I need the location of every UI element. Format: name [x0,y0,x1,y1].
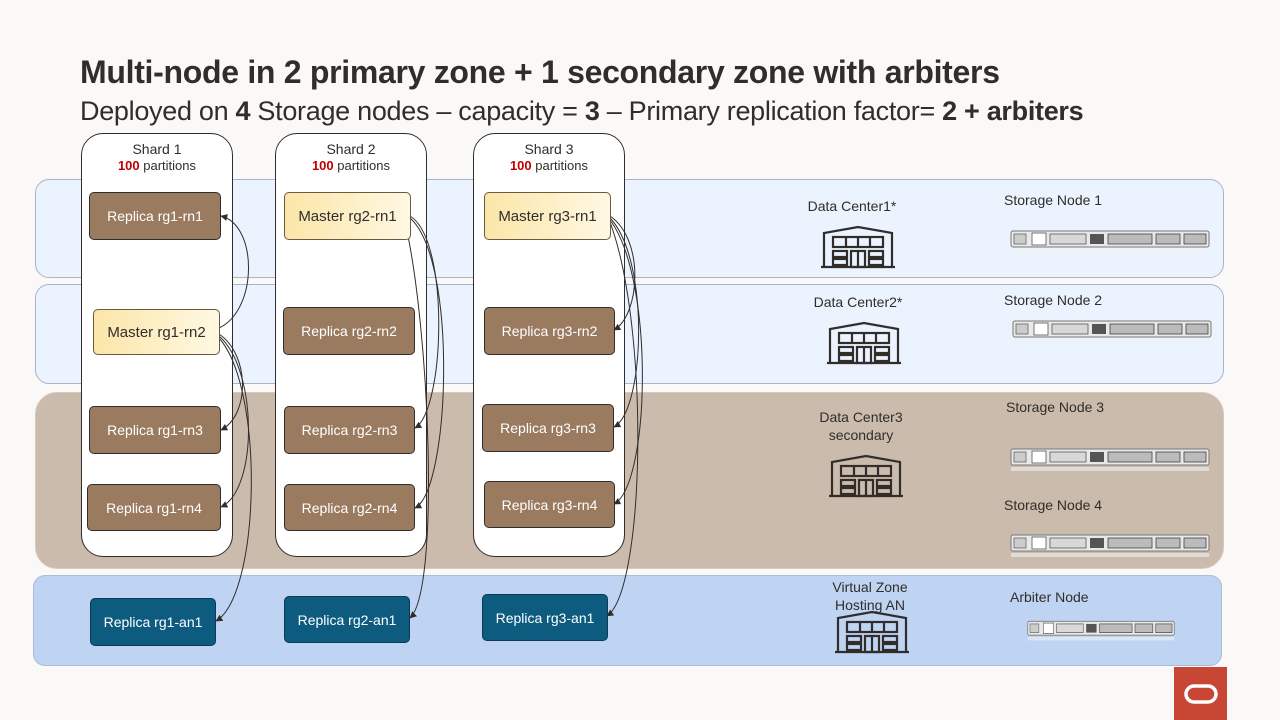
server-icon [1010,230,1210,253]
node-rg3-rn2: Replica rg3-rn2 [484,307,615,355]
partition-count: 100 [117,158,140,173]
arrow-rg1-rn2-to-an1 [215,337,252,622]
arrow-rg1-rn2-to-rn1 [218,214,249,329]
partition-label: partitions [333,158,391,173]
label-storage-node-1: Storage Node 1 [1004,192,1103,208]
node-rg2-rn1: Master rg2-rn1 [284,192,411,240]
subtitle-text-3: – Primary replication factor= [599,96,943,126]
partition-count: 100 [311,158,334,173]
slide-subtitle: Deployed on 4 Storage nodes – capacity =… [80,96,1084,127]
server-icon [1027,620,1175,641]
node-rg2-rn4: Replica rg2-rn4 [284,484,415,531]
label-virtual-zone: Virtual Zone Hosting AN [812,578,928,614]
oracle-logo-icon [1174,667,1227,720]
server-icon [1010,534,1210,557]
building-icon [827,321,901,365]
slide-title: Multi-node in 2 primary zone + 1 seconda… [80,54,1000,90]
arrow-rg3-rn1-to-rn4 [609,219,643,505]
label-data-center-3: Data Center3 secondary [805,408,917,444]
partition-label: partitions [139,158,197,173]
label-dc3-line2: secondary [828,427,894,443]
zone-data-center-1 [35,179,1224,278]
label-vz-line2: Hosting AN [834,597,906,613]
node-rg1-rn3: Replica rg1-rn3 [89,406,221,454]
node-rg3-rn1: Master rg3-rn1 [484,192,611,240]
node-rg3-rn3: Replica rg3-rn3 [482,404,614,452]
node-rg1-rn1: Replica rg1-rn1 [89,192,221,240]
label-dc3-line1: Data Center3 [819,409,903,425]
label-data-center-2: Data Center2* [813,294,903,310]
node-rg2-rn2: Replica rg2-rn2 [283,307,415,355]
partition-label: partitions [531,158,589,173]
subtitle-storage-node-count: 4 [235,96,251,126]
shard-partitions: 100 partitions [82,158,232,173]
shard-name: Shard 2 [326,141,376,157]
subtitle-text-1: Deployed on [80,96,236,126]
arrow-rg1-rn2-to-rn4 [218,335,249,508]
building-icon [835,610,909,654]
building-icon [821,225,895,269]
label-data-center-1: Data Center1* [807,198,897,214]
arrow-rg2-rn1-to-an1 [404,221,429,619]
partition-count: 100 [509,158,532,173]
shard-partitions: 100 partitions [474,158,624,173]
label-arbiter-node: Arbiter Node [1010,589,1089,605]
label-vz-line1: Virtual Zone [832,579,908,595]
subtitle-capacity: 3 [584,96,600,126]
node-rg3-rn4: Replica rg3-rn4 [484,481,615,528]
zone-virtual-arbiter [33,575,1222,666]
shard-name: Shard 1 [132,141,182,157]
arrow-rg3-rn1-to-an1 [606,221,639,617]
subtitle-text-2: Storage nodes – capacity = [250,96,585,126]
server-icon [1012,320,1212,343]
node-rg2-rn3: Replica rg2-rn3 [284,406,415,454]
node-rg1-an1: Replica rg1-an1 [90,598,216,646]
node-rg3-an1: Replica rg3-an1 [482,594,608,641]
building-icon [829,454,903,498]
node-rg1-rn4: Replica rg1-rn4 [87,484,221,531]
node-rg1-rn2: Master rg1-rn2 [93,309,220,355]
arrow-rg2-rn1-to-rn3 [409,215,440,429]
arrow-rg2-rn1-to-rn4 [409,217,445,509]
arrow-rg3-rn1-to-rn2 [609,215,636,331]
shard-partitions: 100 partitions [276,158,426,173]
server-icon [1010,448,1210,471]
label-storage-node-3: Storage Node 3 [1006,399,1105,415]
subtitle-replication-factor: 2 + arbiters [942,96,1084,126]
label-storage-node-4: Storage Node 4 [1004,497,1103,513]
label-storage-node-2: Storage Node 2 [1004,292,1103,308]
arrow-rg1-rn2-to-rn3 [218,333,243,431]
arrow-rg3-rn1-to-rn3 [609,217,640,428]
shard-name: Shard 3 [524,141,574,157]
node-rg2-an1: Replica rg2-an1 [284,596,410,643]
